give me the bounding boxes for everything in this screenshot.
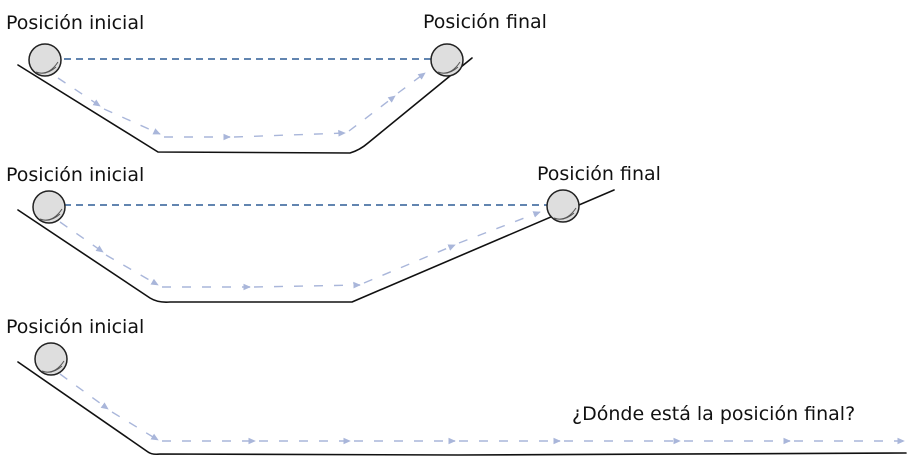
end-label: Posición final: [537, 163, 661, 185]
arrow-icon: [233, 129, 346, 138]
ball-icon: [28, 43, 62, 77]
arrow-icon: [59, 221, 104, 253]
scenario-3: Posición inicial ¿Dónde está la posición…: [6, 316, 907, 456]
arrow-icon: [105, 254, 159, 286]
ball-icon: [34, 342, 68, 376]
arrow-icon: [59, 373, 109, 410]
motion-path: [59, 373, 905, 445]
ball-icon: [430, 43, 464, 77]
arrow-icon: [458, 211, 541, 244]
arrow-icon: [57, 77, 101, 107]
arrow-icon: [253, 281, 361, 289]
ball-icon: [546, 189, 580, 223]
scenario-1: Posición inicial Posición final: [6, 11, 547, 154]
arrow-icon: [397, 72, 426, 94]
scenario-2: Posición inicial Posición final: [6, 163, 661, 303]
ball-icon: [32, 190, 66, 224]
question-label: ¿Dónde está la posición final?: [572, 403, 855, 425]
arrow-icon: [103, 108, 161, 135]
arrow-icon: [363, 244, 456, 284]
motion-path: [57, 72, 426, 141]
start-label: Posición inicial: [6, 316, 144, 338]
end-label: Posición final: [423, 11, 547, 33]
start-label: Posición inicial: [6, 164, 144, 186]
arrow-icon: [111, 411, 159, 441]
arrow-icon: [348, 95, 396, 132]
track: [17, 361, 907, 456]
start-label: Posición inicial: [6, 12, 144, 34]
track: [17, 57, 473, 154]
motion-path: [59, 211, 541, 291]
track: [17, 189, 615, 303]
